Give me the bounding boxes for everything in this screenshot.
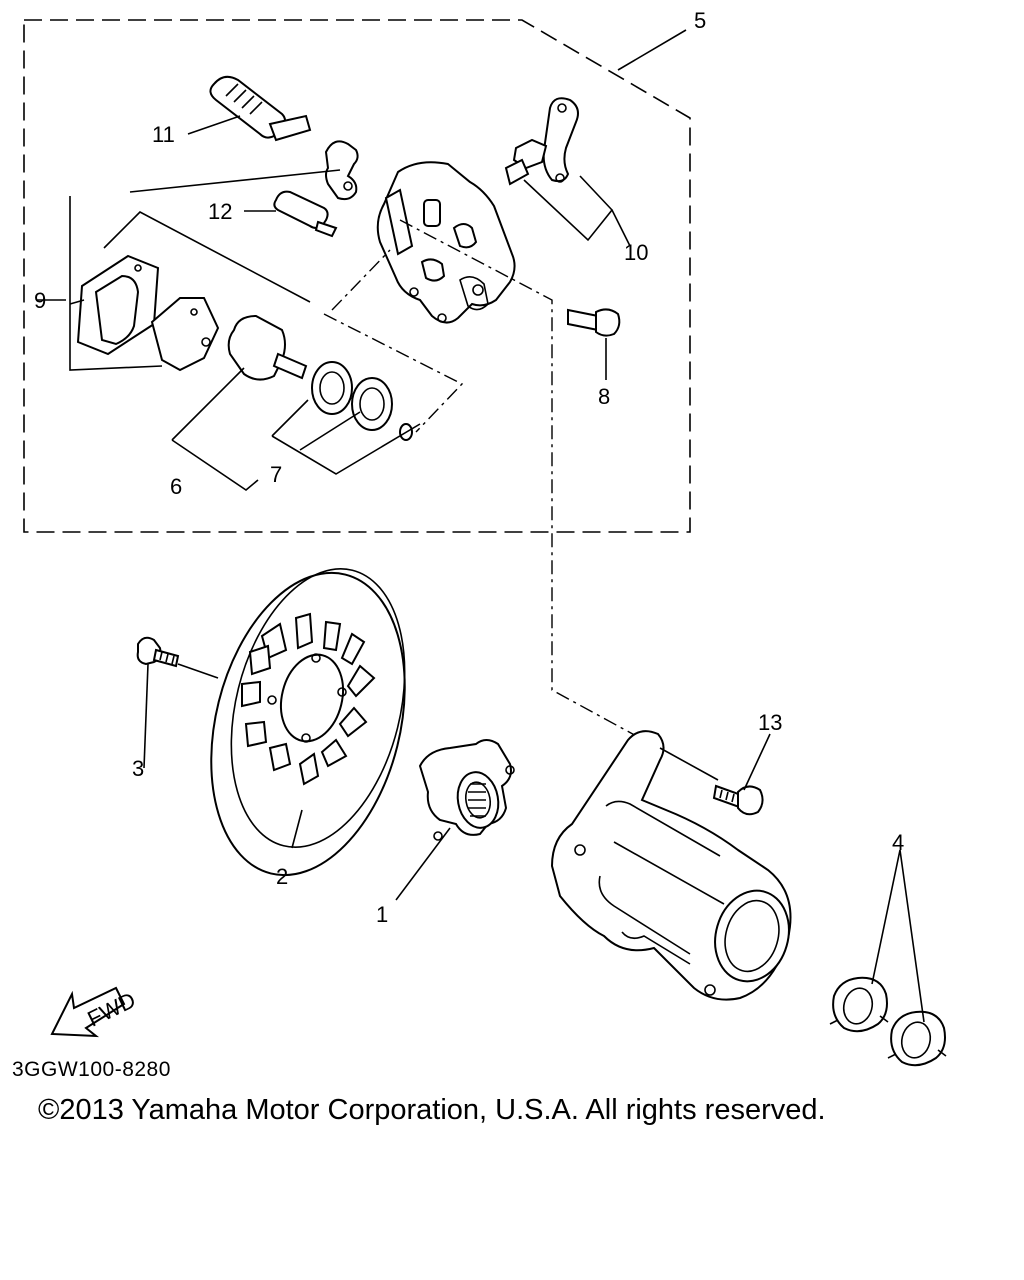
part-7-seals[interactable] (311, 361, 393, 431)
callout-9: 9 (34, 288, 46, 313)
callout-12: 12 (208, 199, 232, 224)
part-9-pad-outer[interactable] (76, 254, 160, 356)
part-9-pad-inner[interactable] (150, 297, 220, 372)
part-8-bolt[interactable] (567, 308, 621, 337)
part-2-brake-disc[interactable] (181, 550, 434, 895)
part-12-bleed-screw[interactable] (273, 190, 338, 238)
part-caliper-bracket[interactable] (550, 730, 799, 1001)
callout-2: 2 (276, 864, 288, 889)
callout-10: 10 (624, 240, 648, 265)
part-4-locknut-b[interactable] (887, 1010, 947, 1067)
part-1-hub[interactable] (418, 739, 515, 841)
caliper-body[interactable] (376, 161, 516, 324)
caliper-assembly-boundary (23, 19, 691, 533)
part-3-disc-bolt[interactable] (136, 636, 180, 668)
callout-11: 11 (152, 122, 175, 147)
callout-5: 5 (694, 8, 706, 33)
part-4-locknut-a[interactable] (829, 976, 889, 1033)
callout-4: 4 (892, 830, 904, 855)
callout-3: 3 (132, 756, 144, 781)
part-11-pin-bolt[interactable] (209, 75, 312, 142)
callout-8: 8 (598, 384, 610, 409)
part-10-bolt[interactable] (504, 138, 548, 186)
part-6-piston[interactable] (227, 314, 308, 381)
part-13-bolt[interactable] (712, 784, 764, 816)
copyright-notice: ©2013 Yamaha Motor Corporation, U.S.A. A… (38, 1094, 826, 1126)
diagram-code: 3GGW100-8280 (12, 1058, 171, 1081)
fwd-arrow-icon: FWD (50, 986, 139, 1038)
callout-1: 1 (376, 902, 388, 927)
part-10-pad-support[interactable] (542, 97, 579, 183)
callout-7: 7 (270, 462, 282, 487)
callout-6: 6 (170, 474, 182, 499)
part-small-bracket[interactable] (324, 140, 359, 201)
callout-13: 13 (758, 710, 782, 735)
